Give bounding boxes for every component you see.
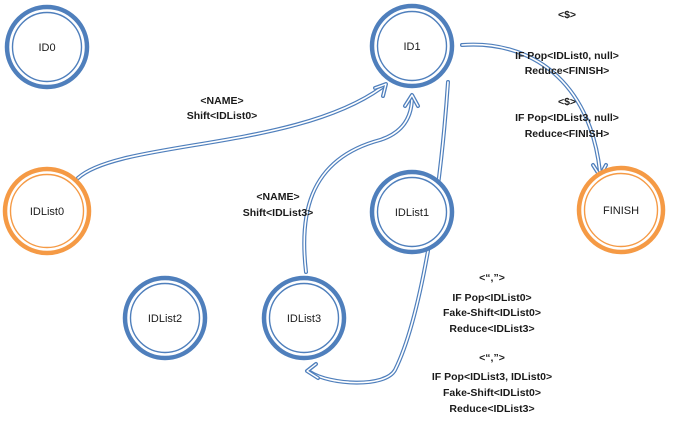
- node-finish[interactable]: FINISH: [576, 165, 666, 255]
- node-label: IDList0: [30, 206, 64, 218]
- node-idlist2[interactable]: IDList2: [122, 275, 208, 361]
- edge-label-line: IF Pop<IDList0, null>: [515, 50, 619, 62]
- edge-id1-to-idlist3: [305, 80, 450, 385]
- edge-label-line: Reduce<IDList3>: [449, 403, 534, 415]
- node-idlist1[interactable]: IDList1: [369, 169, 455, 255]
- edge-label-line: <NAME>: [256, 191, 299, 203]
- edge-label-idlist0-to-id1: <NAME> Shift<IDList0>: [187, 95, 258, 122]
- edge-label-line: Shift<IDList3>: [243, 207, 314, 219]
- edge-idlist0-to-id1: [76, 82, 388, 180]
- node-label: ID0: [38, 42, 55, 54]
- edge-label-line: <NAME>: [200, 95, 243, 107]
- node-label: IDList3: [287, 313, 321, 325]
- node-label: IDList2: [148, 313, 182, 325]
- node-idlist0[interactable]: IDList0: [2, 166, 92, 256]
- edge-label-line: IF Pop<IDList0>: [452, 292, 531, 304]
- node-label: FINISH: [603, 205, 639, 217]
- edge-label-idlist3-to-id1: <NAME> Shift<IDList3>: [243, 191, 314, 219]
- edge-label-line: IF Pop<IDList3, IDList0>: [432, 371, 552, 383]
- edge-label-line: Reduce<FINISH>: [525, 65, 610, 77]
- edge-label-id1-to-idlist3-a: <“,”> IF Pop<IDList0> Fake-Shift<IDList0…: [443, 272, 541, 335]
- edge-label-line: Fake-Shift<IDList0>: [443, 387, 541, 399]
- edge-label-line: <“,”>: [479, 272, 505, 284]
- edge-label-line: <“,”>: [479, 352, 505, 364]
- edge-idlist3-to-id1: [302, 93, 420, 274]
- edge-label-id1-to-finish-a: <$> IF Pop<IDList0, null> Reduce<FINISH>: [515, 9, 619, 77]
- edge-label-line: <$>: [558, 9, 576, 21]
- edge-label-line: Reduce<IDList3>: [449, 323, 534, 335]
- node-id1[interactable]: ID1: [369, 3, 455, 89]
- edge-label-line: <$>: [558, 96, 576, 108]
- node-idlist3[interactable]: IDList3: [261, 275, 347, 361]
- edge-label-line: Reduce<FINISH>: [525, 128, 610, 140]
- edge-label-line: Fake-Shift<IDList0>: [443, 307, 541, 319]
- node-id0[interactable]: ID0: [4, 4, 90, 90]
- edge-label-line: Shift<IDList0>: [187, 110, 258, 122]
- edge-label-id1-to-idlist3-b: <“,”> IF Pop<IDList3, IDList0> Fake-Shif…: [432, 352, 552, 415]
- node-label: IDList1: [395, 207, 429, 219]
- edge-label-line: IF Pop<IDList3, null>: [515, 112, 619, 124]
- node-label: ID1: [403, 41, 420, 53]
- edge-label-id1-to-finish-b: <$> IF Pop<IDList3, null> Reduce<FINISH>: [515, 96, 619, 140]
